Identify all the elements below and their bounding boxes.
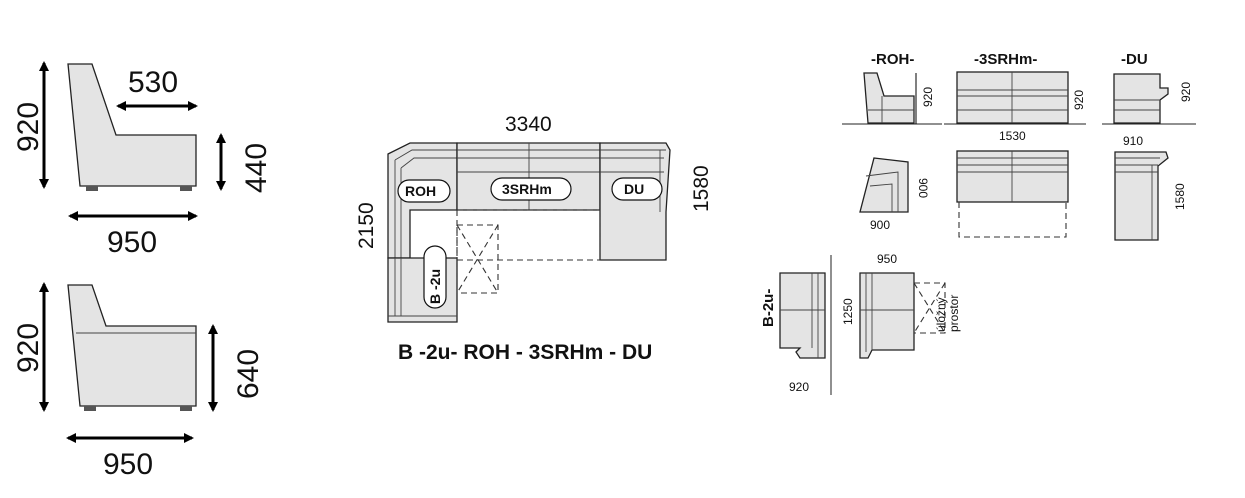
chaise-lines (600, 149, 666, 212)
b2u-title: B-2u- (760, 289, 777, 327)
module-du-detail: -DU 920 910 1580 (1102, 51, 1196, 241)
plan-view: 3340 2150 1580 ROH 3SRHm DU B -2u B -2u-… (355, 113, 713, 364)
pill-3srhm (490, 177, 572, 201)
du-width-label: 910 (1123, 134, 1143, 148)
depth-label: 530 (128, 66, 178, 99)
pill-b2u-label: B -2u (427, 269, 443, 304)
corner-backrest (394, 149, 457, 258)
du-title: -DU (1121, 51, 1148, 68)
total-width-label: 3340 (505, 113, 552, 136)
chaise-module-du (599, 142, 671, 261)
pill-b2u (423, 245, 447, 309)
seat-height-label: 440 (240, 143, 273, 193)
roh-height-label: 920 (921, 87, 935, 107)
roh-title: -ROH- (871, 51, 914, 68)
storage-label-line2: prostor (947, 295, 961, 332)
roh-depth-label: 900 (916, 178, 930, 198)
side-view-armless: 920 530 440 950 (12, 61, 273, 259)
pill-roh (397, 179, 451, 203)
srhm-plan-view (956, 150, 1069, 203)
du-plan-lines (1115, 157, 1160, 240)
roh-front-lines (868, 96, 914, 123)
armless-chair-profile (67, 63, 197, 187)
module-b2u-detail: B-2u- 1250 920 950 úložný prostor (760, 252, 961, 395)
pill-du (611, 177, 663, 201)
left-depth-label: 2150 (355, 202, 378, 249)
b2u-plan-lines (860, 273, 914, 352)
srhm-dashed-footprint (958, 202, 1067, 238)
roh-width-label: 900 (870, 218, 890, 232)
module-roh-detail: -ROH- 920 900 900 (842, 51, 942, 232)
roh-plan-lines (865, 171, 899, 212)
storage-label-line1: úložný (934, 297, 948, 332)
side-view-arm: 920 640 950 (12, 282, 265, 481)
storage-cross (456, 224, 499, 294)
du-front-view (1113, 73, 1169, 124)
chair-foot (86, 186, 98, 191)
du-front-lines (1114, 99, 1160, 111)
b2u-storage-dashed (913, 282, 946, 334)
storage-cross-box (456, 224, 499, 294)
srhm-width-label: 1530 (999, 129, 1026, 143)
srhm-plan-lines (957, 151, 1068, 202)
b2u-side-view (779, 272, 826, 359)
du-height-label: 920 (1179, 82, 1193, 102)
width-label: 950 (103, 448, 153, 481)
b2u-length-label: 1250 (841, 298, 855, 325)
sofa-cushion-lines (457, 143, 600, 210)
b2u-depth-label: 920 (789, 380, 809, 394)
srhm-height-label: 920 (1072, 90, 1086, 110)
b2u-width-label: 950 (877, 252, 897, 266)
arm-height-label: 640 (232, 349, 265, 399)
b2u-side-lines (780, 273, 825, 358)
right-depth-label: 1580 (690, 165, 713, 212)
pill-3srhm-label: 3SRHm (502, 181, 552, 197)
chair-foot (180, 186, 192, 191)
chair-foot (84, 406, 96, 411)
pill-roh-label: ROH (405, 183, 436, 199)
du-depth-label: 1580 (1173, 183, 1187, 210)
du-plan-view (1114, 151, 1169, 241)
pill-du-label: DU (624, 181, 644, 197)
width-label: 950 (107, 226, 157, 259)
srhm-front-view (956, 71, 1069, 124)
height-label: 920 (12, 323, 45, 373)
roh-front-view (863, 72, 915, 124)
chair-foot (180, 406, 192, 411)
module-3srhm-detail: -3SRHm- 920 1530 (944, 51, 1086, 238)
plan-caption: B -2u- ROH - 3SRHm - DU (398, 341, 652, 364)
arm-chair-profile (67, 284, 197, 407)
srhm-title: -3SRHm- (974, 51, 1037, 68)
height-label: 920 (12, 102, 45, 152)
srhm-front-lines (957, 72, 1068, 123)
dashed-area (456, 209, 601, 261)
lounger-module-b2u (387, 257, 458, 323)
lounger-lines (388, 258, 457, 317)
b2u-plan-view (859, 272, 915, 359)
